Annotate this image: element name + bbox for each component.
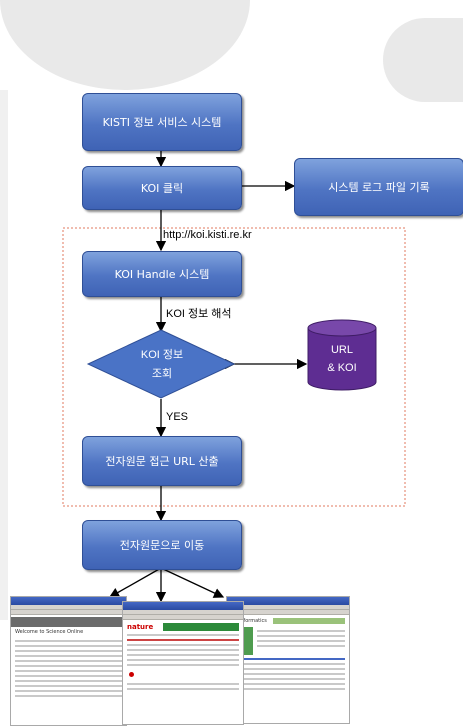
node-koi-lookup: KOI 정보 조회 [140,349,184,380]
background-shape-right [383,18,463,102]
screenshot-middle: nature [122,601,244,725]
edge-label-parse: KOI 정보 해석 [166,308,232,320]
node-url-calc: 전자원문 접근 URL 산출 [82,436,242,486]
arrow-move-to-left [108,567,162,598]
screenshot-left-title: Welcome to Science Online [15,629,84,635]
edge-label-url: http://koi.kisti.re.kr [163,229,252,241]
node-move: 전자원문으로 이동 [82,520,242,570]
background-strip [0,90,8,620]
screenshot-right-title: Bioinformatics [231,618,267,624]
screenshot-middle-logo: nature [127,623,154,631]
node-kisti: KISTI 정보 서비스 시스템 [82,93,242,151]
arrow-move-to-right [160,567,225,598]
edge-label-yes: YES [166,411,189,423]
node-koi-handle: KOI Handle 시스템 [82,251,242,297]
koi-system-boundary [62,227,406,507]
screenshot-left: Welcome to Science Online [10,596,127,726]
node-koi-click: KOI 클릭 [82,166,242,210]
screenshot-right: Bioinformatics [226,596,350,724]
node-url-koi-db: URL & KOI [327,344,357,374]
database-cylinder [307,319,377,391]
lookup-diamond [86,329,236,399]
node-system-log: 시스템 로그 파일 기록 [294,158,463,216]
